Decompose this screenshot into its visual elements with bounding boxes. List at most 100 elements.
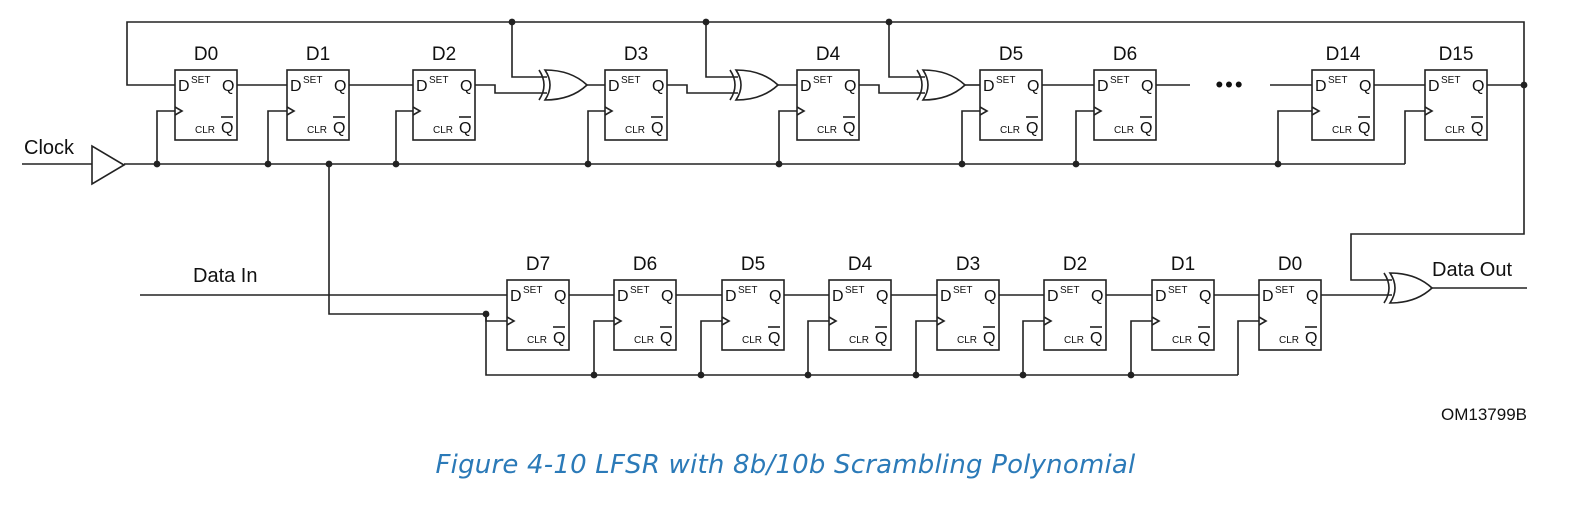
clock-pin-icon: [1043, 316, 1053, 326]
junction-dot: [1072, 160, 1080, 168]
junction-dot: [697, 371, 705, 379]
wire: [156, 110, 175, 164]
pin-qbar: Q: [1358, 120, 1370, 137]
pin-set: SET: [1060, 285, 1079, 296]
pin-d: D: [617, 288, 629, 305]
wire: [485, 314, 1238, 376]
clock-pin-icon: [1424, 106, 1434, 116]
pin-d: D: [1428, 78, 1440, 95]
flip-flop-box: [828, 279, 892, 351]
pin-qbar: Q: [1140, 120, 1152, 137]
wire: [1277, 110, 1312, 164]
clock-pin-icon: [721, 316, 731, 326]
pin-qbar: Q: [875, 330, 887, 347]
register-label: D4: [848, 254, 873, 275]
junction-dot: [153, 160, 161, 168]
wire: [915, 320, 937, 375]
clock-pin-icon: [1151, 316, 1161, 326]
register-label: D6: [633, 254, 657, 275]
wire: [1404, 110, 1425, 164]
flip-flop-box: [936, 279, 1000, 351]
pin-clr: CLR: [1000, 125, 1020, 136]
register-label: D2: [432, 44, 456, 65]
pin-clr: CLR: [849, 335, 869, 346]
pin-set: SET: [429, 75, 448, 86]
register-label: D2: [1063, 254, 1087, 275]
wire: [1022, 320, 1044, 375]
clock-pin-icon: [286, 106, 296, 116]
pin-d: D: [608, 78, 620, 95]
clock-label: Clock: [24, 137, 75, 159]
junction-dots: [153, 18, 1528, 379]
xor-body: [1388, 272, 1434, 304]
junction-dot: [264, 160, 272, 168]
clock-pin-icon: [506, 316, 516, 326]
wires: [22, 21, 1527, 376]
clock-buffer-icon: [91, 144, 126, 186]
junction-dot: [702, 18, 710, 26]
flip-flop-box: [286, 69, 350, 141]
pin-q: Q: [1359, 78, 1371, 95]
pin-qbar: Q: [1026, 120, 1038, 137]
flip-flop-box: [604, 69, 668, 141]
junction-dot: [1274, 160, 1282, 168]
clock-pin-icon: [613, 316, 623, 326]
flip-flop-box: [1151, 279, 1215, 351]
wire: [859, 84, 925, 94]
clock-pin-icon: [828, 316, 838, 326]
wire: [587, 110, 605, 164]
pin-qbar: Q: [1198, 330, 1210, 347]
flip-flop-box: [1424, 69, 1488, 141]
xor-gate-icon: [538, 69, 589, 101]
flip-flop-box: [721, 279, 785, 351]
flip-flop-box: [174, 69, 238, 141]
pin-set: SET: [1328, 75, 1347, 86]
pin-clr: CLR: [634, 335, 654, 346]
pin-qbar: Q: [553, 330, 565, 347]
pin-q: Q: [1141, 78, 1153, 95]
pin-q: Q: [460, 78, 472, 95]
junction-dot: [1127, 371, 1135, 379]
junction-dot: [1019, 371, 1027, 379]
register-label: D5: [741, 254, 765, 275]
pin-qbar: Q: [660, 330, 672, 347]
xor-back-arc: [916, 69, 923, 101]
pin-clr: CLR: [195, 125, 215, 136]
wire: [888, 22, 925, 78]
pin-q: Q: [1091, 288, 1103, 305]
pin-d: D: [983, 78, 995, 95]
register-label: D1: [306, 44, 330, 65]
register-label: D7: [526, 254, 550, 275]
pin-d: D: [800, 78, 812, 95]
wire: [961, 110, 980, 164]
junction-dot: [584, 160, 592, 168]
pin-clr: CLR: [433, 125, 453, 136]
wire: [667, 84, 738, 94]
wire: [1075, 110, 1094, 164]
pin-d: D: [1047, 288, 1059, 305]
pin-d: D: [1262, 288, 1274, 305]
pin-clr: CLR: [1064, 335, 1084, 346]
register-label: D5: [999, 44, 1023, 65]
pin-set: SET: [1441, 75, 1460, 86]
pin-qbar: Q: [221, 120, 233, 137]
clock-pin-icon: [412, 106, 422, 116]
pin-q: Q: [984, 288, 996, 305]
flip-flop-box: [506, 279, 570, 351]
junction-dot: [482, 310, 490, 318]
xor-body: [543, 69, 589, 101]
pin-qbar: Q: [333, 120, 345, 137]
register-label: D6: [1113, 44, 1137, 65]
pin-d: D: [290, 78, 302, 95]
pin-q: Q: [1027, 78, 1039, 95]
clock-pin-icon: [796, 106, 806, 116]
wire: [511, 22, 547, 78]
